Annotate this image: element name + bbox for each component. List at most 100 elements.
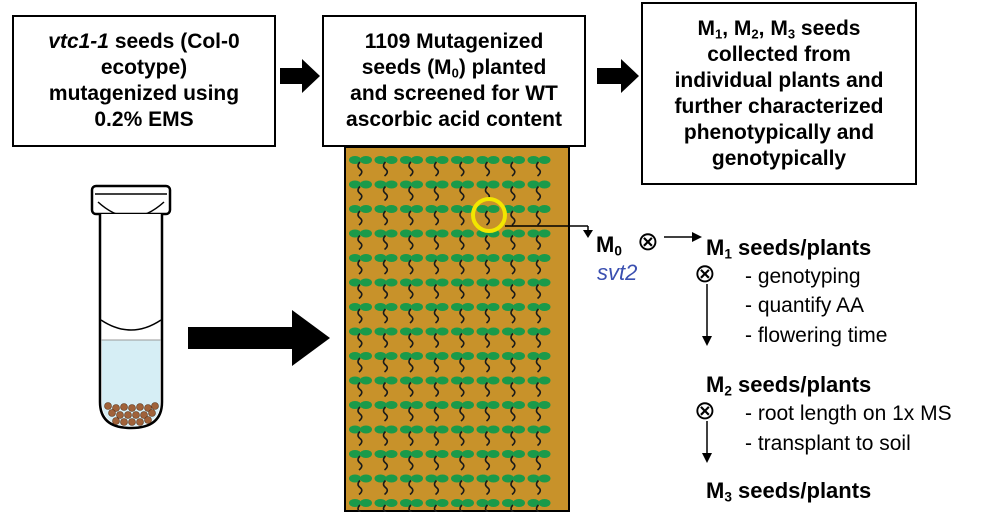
self-icon: ⊗ bbox=[694, 395, 716, 425]
seedling bbox=[374, 474, 398, 496]
seedling bbox=[476, 254, 500, 275]
seedling bbox=[400, 303, 423, 324]
seedling bbox=[451, 401, 474, 422]
seedling bbox=[425, 156, 449, 177]
seedling bbox=[476, 303, 500, 324]
seedling bbox=[400, 499, 423, 512]
seedling bbox=[374, 205, 398, 226]
seedling bbox=[502, 180, 525, 202]
seedling bbox=[349, 180, 372, 202]
seedling bbox=[374, 401, 398, 422]
seedling bbox=[502, 229, 525, 251]
m1-step: - genotyping bbox=[745, 265, 861, 288]
seedling bbox=[476, 278, 500, 300]
seedling bbox=[400, 205, 423, 226]
collection-box: M1, M2, M3 seeds collected from individu… bbox=[641, 2, 917, 185]
m0-label: M0 bbox=[596, 232, 622, 259]
seedling bbox=[349, 254, 372, 275]
seedling bbox=[527, 499, 551, 512]
seedling bbox=[451, 352, 474, 373]
seedling bbox=[527, 156, 551, 177]
plant-tray bbox=[344, 146, 570, 512]
seedling bbox=[502, 278, 525, 300]
seedling bbox=[425, 401, 449, 422]
seedling bbox=[400, 450, 423, 471]
seedling bbox=[425, 352, 449, 373]
seedling bbox=[425, 229, 449, 251]
seedling bbox=[374, 156, 398, 177]
mutant-name-svt2: svt2 bbox=[597, 260, 638, 285]
seedling bbox=[425, 425, 449, 447]
seedling bbox=[527, 425, 551, 447]
seedling bbox=[451, 254, 474, 275]
seedling bbox=[425, 450, 449, 471]
arrow-tube-to-tray bbox=[188, 310, 330, 366]
seedling bbox=[476, 327, 500, 349]
seedling bbox=[400, 327, 423, 349]
seedling bbox=[349, 278, 372, 300]
seedling bbox=[349, 425, 372, 447]
seedling bbox=[425, 474, 449, 496]
seed-tube bbox=[90, 184, 172, 430]
seedling bbox=[476, 425, 500, 447]
selection-connector bbox=[471, 197, 593, 238]
seeds bbox=[104, 402, 159, 426]
seedling bbox=[476, 401, 500, 422]
seedling bbox=[374, 499, 398, 512]
seedling bbox=[476, 499, 500, 512]
seedling bbox=[527, 254, 551, 275]
seedling bbox=[527, 327, 551, 349]
seedling bbox=[349, 376, 372, 398]
screening-box: 1109 Mutagenized seeds (M0) planted and … bbox=[322, 15, 586, 147]
seedling bbox=[527, 278, 551, 300]
seedling bbox=[374, 229, 398, 251]
m2-step: - root length on 1x MS bbox=[745, 402, 952, 425]
arrow-m0-to-m1 bbox=[664, 232, 702, 242]
seedling bbox=[527, 180, 551, 202]
seedling bbox=[476, 352, 500, 373]
seedling bbox=[349, 450, 372, 471]
seedling bbox=[451, 474, 474, 496]
seedling bbox=[527, 450, 551, 471]
seedling bbox=[349, 156, 372, 177]
seedling bbox=[349, 327, 372, 349]
seedling bbox=[502, 254, 525, 275]
genotype-vtc1-1: vtc1-1 bbox=[48, 30, 109, 53]
seedling bbox=[476, 376, 500, 398]
seedling bbox=[451, 180, 474, 202]
seedling bbox=[527, 376, 551, 398]
seedling bbox=[425, 499, 449, 512]
seedling bbox=[400, 156, 423, 177]
selected-plant-highlight bbox=[471, 197, 507, 233]
seedling bbox=[502, 376, 525, 398]
seedling bbox=[527, 303, 551, 324]
m1-step: - quantify AA bbox=[745, 294, 865, 317]
seedling bbox=[527, 205, 551, 226]
seedling bbox=[349, 499, 372, 512]
seedling bbox=[451, 450, 474, 471]
arrow-box1-to-box2 bbox=[280, 59, 320, 93]
seedling bbox=[451, 425, 474, 447]
seedling bbox=[349, 474, 372, 496]
seedling bbox=[451, 327, 474, 349]
seedling bbox=[374, 425, 398, 447]
m1-heading: M1 seeds/plants bbox=[706, 235, 872, 262]
seedling bbox=[425, 254, 449, 275]
arrow-box2-to-box3 bbox=[597, 59, 639, 93]
seedling bbox=[502, 450, 525, 471]
seedling bbox=[425, 303, 449, 324]
seedling bbox=[451, 278, 474, 300]
seedling bbox=[451, 229, 474, 251]
seedling bbox=[349, 229, 372, 251]
seedling bbox=[400, 180, 423, 202]
self-icon: ⊗ bbox=[637, 226, 659, 256]
seedling bbox=[400, 352, 423, 373]
seedling bbox=[476, 156, 500, 177]
mutagenesis-box: vtc1-1 seeds (Col-0 ecotype) mutagenized… bbox=[12, 15, 276, 147]
seedling bbox=[400, 425, 423, 447]
seedling bbox=[502, 425, 525, 447]
seedling bbox=[451, 156, 474, 177]
seedling bbox=[374, 352, 398, 373]
seedling bbox=[451, 376, 474, 398]
seedling bbox=[425, 205, 449, 226]
